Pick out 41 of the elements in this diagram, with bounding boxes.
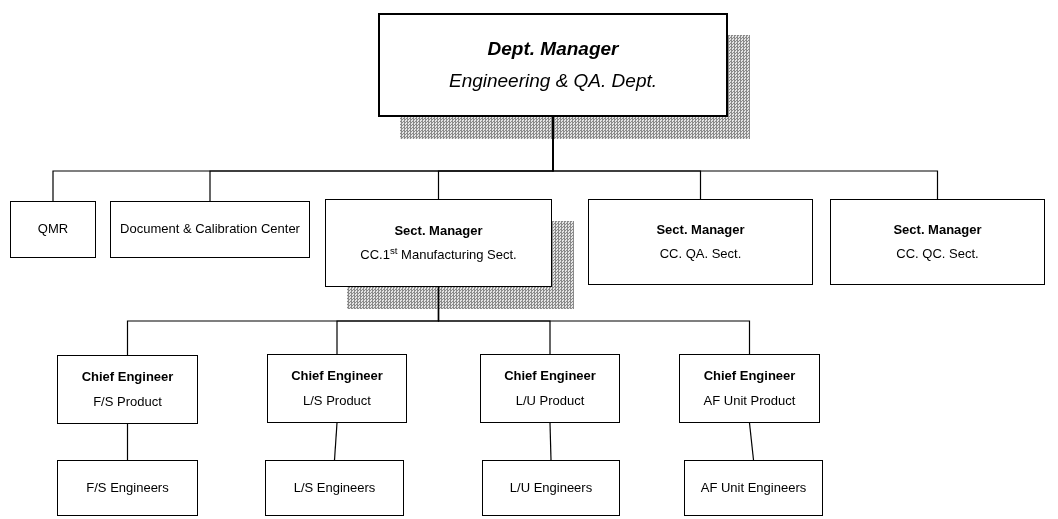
unit-name: AF Unit Engineers — [700, 479, 807, 497]
unit-name: AF Unit Product — [703, 392, 796, 409]
unit-name: L/U Product — [515, 392, 585, 409]
unit-name: CC. QA. Sect. — [659, 246, 742, 263]
unit-name: QMR — [37, 221, 69, 238]
org-box — [679, 354, 820, 423]
org-box — [325, 199, 552, 287]
connector-line — [549, 422, 552, 461]
role-title: Chief Engineer — [504, 368, 596, 385]
org-box — [480, 354, 620, 423]
role-title: Sect. Manager — [893, 221, 982, 238]
unit-name: L/U Engineers — [509, 479, 593, 497]
org-box — [482, 460, 620, 516]
org-box — [588, 199, 813, 285]
org-box — [57, 355, 198, 424]
org-box — [378, 13, 728, 117]
connector-line — [748, 422, 755, 461]
unit-name: F/S Product — [93, 393, 162, 410]
org-box — [830, 199, 1045, 285]
role-title: Chief Engineer — [291, 368, 383, 385]
unit-name: Document & Calibration Center — [120, 221, 300, 238]
org-box — [110, 201, 310, 258]
role-title: Dept. Manager — [487, 37, 619, 61]
unit-name: L/S Product — [303, 392, 371, 409]
unit-name: Engineering & QA. Dept. — [448, 69, 658, 93]
org-box — [57, 460, 198, 516]
role-title: Sect. Manager — [656, 221, 745, 238]
org-box — [265, 460, 404, 516]
connector-line — [126, 423, 129, 461]
unit-name: L/S Engineers — [293, 479, 376, 497]
role-title: Sect. Manager — [394, 222, 483, 239]
org-box — [684, 460, 823, 516]
role-title: Chief Engineer — [81, 369, 174, 386]
unit-name: CC.1$^{st}$ Manufacturing Sect. — [360, 247, 517, 264]
connector-line — [437, 286, 751, 355]
org-box — [10, 201, 96, 258]
unit-name: CC. QC. Sect. — [896, 246, 979, 263]
unit-name: F/S Engineers — [86, 479, 169, 497]
org-box — [267, 354, 407, 423]
role-title: Chief Engineer — [703, 368, 796, 385]
connector-line — [333, 422, 338, 461]
